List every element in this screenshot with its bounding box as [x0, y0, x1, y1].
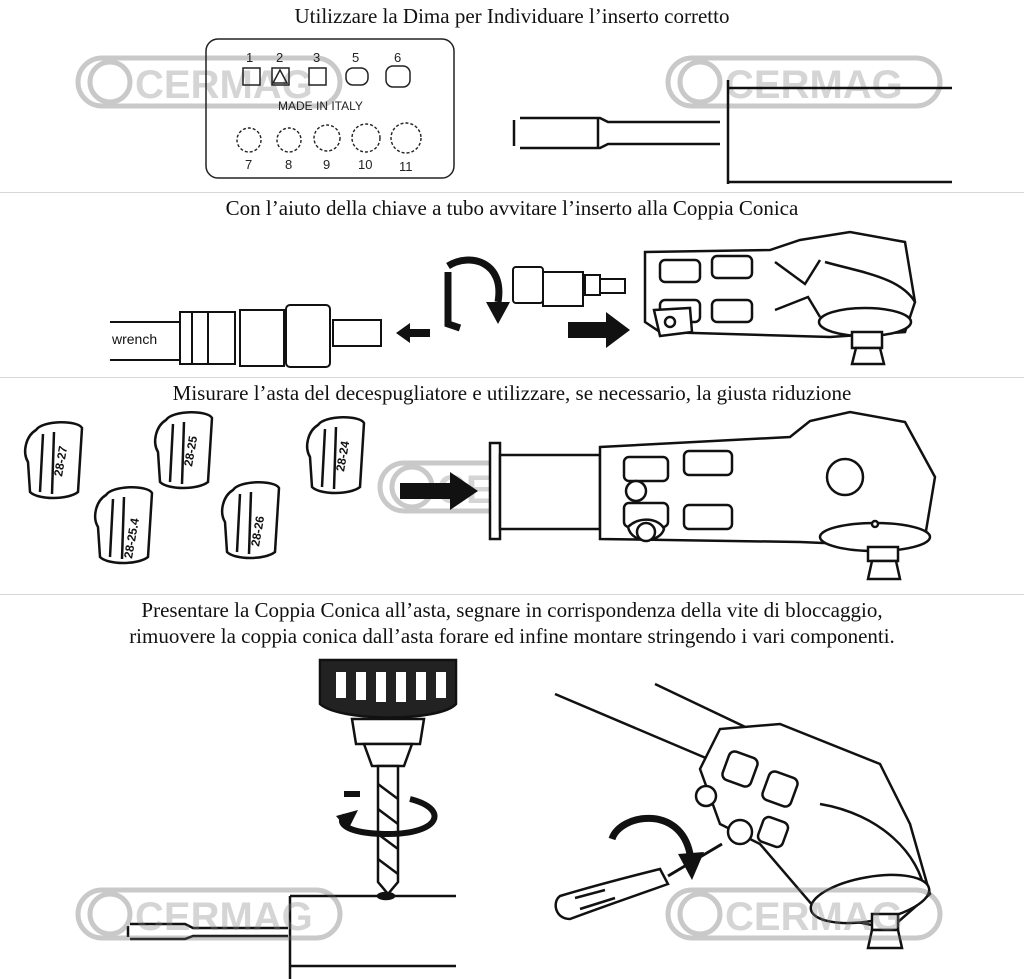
step-2-section: Con l’aiuto della chiave a tubo avvitare… [0, 192, 1024, 378]
gauge-number: 5 [352, 50, 359, 65]
bevel-gear-head [643, 230, 917, 366]
rotation-arrow-icon [444, 256, 510, 332]
gauge-number: 6 [394, 50, 401, 65]
step-4-section: Presentare la Coppia Conica all’asta, se… [0, 594, 1024, 979]
reducer-sleeve [306, 416, 366, 495]
step-3-illustration: 28-27 28-25 28-24 28-25.4 28-26 CERMAG [24, 410, 937, 581]
gauge-number: 3 [313, 50, 320, 65]
step-2-caption: Con l’aiuto della chiave a tubo avvitare… [225, 196, 799, 220]
gauge-number: 7 [245, 157, 252, 172]
reducer-label: 28-24 [333, 440, 352, 473]
gauge-number: 2 [276, 50, 283, 65]
reducer-sleeves [24, 411, 366, 565]
step-3-caption: Misurare l’asta del decespugliatore e ut… [172, 381, 852, 405]
reducer-sleeve [221, 481, 281, 560]
gauge-labels: 1 2 3 5 6 MADE IN ITALY 7 8 9 10 11 [245, 50, 413, 174]
step-1-illustration: CERMAG 1 2 3 5 6 MADE IN ITALY [75, 38, 952, 184]
step-1-caption: Utilizzare la Dima per Individuare l’ins… [294, 4, 730, 28]
drill-target-tube [126, 891, 456, 979]
rotation-arrow-icon [336, 791, 438, 838]
step-4-caption-line-2: rimuovere la coppia conica dall’asta for… [129, 624, 895, 648]
gauge-number: 10 [358, 157, 372, 172]
watermark-text: CERMAG [135, 895, 313, 939]
reducer-label: 28-27 [51, 445, 70, 478]
reducer-label: 28-26 [248, 515, 267, 548]
step-4-illustration: CERMAG [75, 658, 943, 979]
gauge-number: 1 [246, 50, 253, 65]
arrow-right-icon [400, 472, 478, 510]
mounted-gear-head [554, 682, 932, 950]
reducer-sleeve [154, 411, 214, 490]
cermag-watermark: CERMAG [665, 887, 943, 941]
watermark-text: CERMAG [725, 63, 903, 107]
gauge-number: 9 [323, 157, 330, 172]
step-3-section: Misurare l’asta del decespugliatore e ut… [0, 377, 1024, 595]
step-2-illustration: wrench [110, 230, 917, 368]
reducer-in-head [488, 410, 937, 581]
socket-wrench [110, 304, 382, 368]
rotation-arrow-icon [608, 814, 704, 880]
reducer-label: 28-25 [181, 435, 200, 468]
reducer-labels: 28-27 28-25 28-24 28-25.4 28-26 [51, 435, 352, 560]
arrow-right-icon [568, 312, 630, 348]
reducer-sleeve [24, 421, 84, 500]
step-4-caption-line-1: Presentare la Coppia Conica all’asta, se… [141, 598, 883, 622]
drill-chuck [318, 658, 458, 896]
cermag-watermark: CERMAG [75, 55, 343, 109]
step-1-section: Utilizzare la Dima per Individuare l’ins… [0, 0, 1024, 193]
gauge-made-in-label: MADE IN ITALY [278, 99, 363, 113]
wrench-label: wrench [111, 331, 157, 347]
watermark-text: CERMAG [725, 895, 903, 939]
gauge-number: 8 [285, 157, 292, 172]
arrow-left-icon [396, 323, 430, 343]
insert-gauge-template [205, 38, 455, 179]
gauge-number: 11 [399, 159, 413, 174]
shaft-measurement-drawing [512, 80, 952, 184]
cermag-watermark: CERMAG [75, 887, 343, 941]
reducer-sleeve [94, 486, 154, 565]
cermag-watermark: CERMAG [665, 55, 943, 109]
insert-part [512, 266, 626, 307]
